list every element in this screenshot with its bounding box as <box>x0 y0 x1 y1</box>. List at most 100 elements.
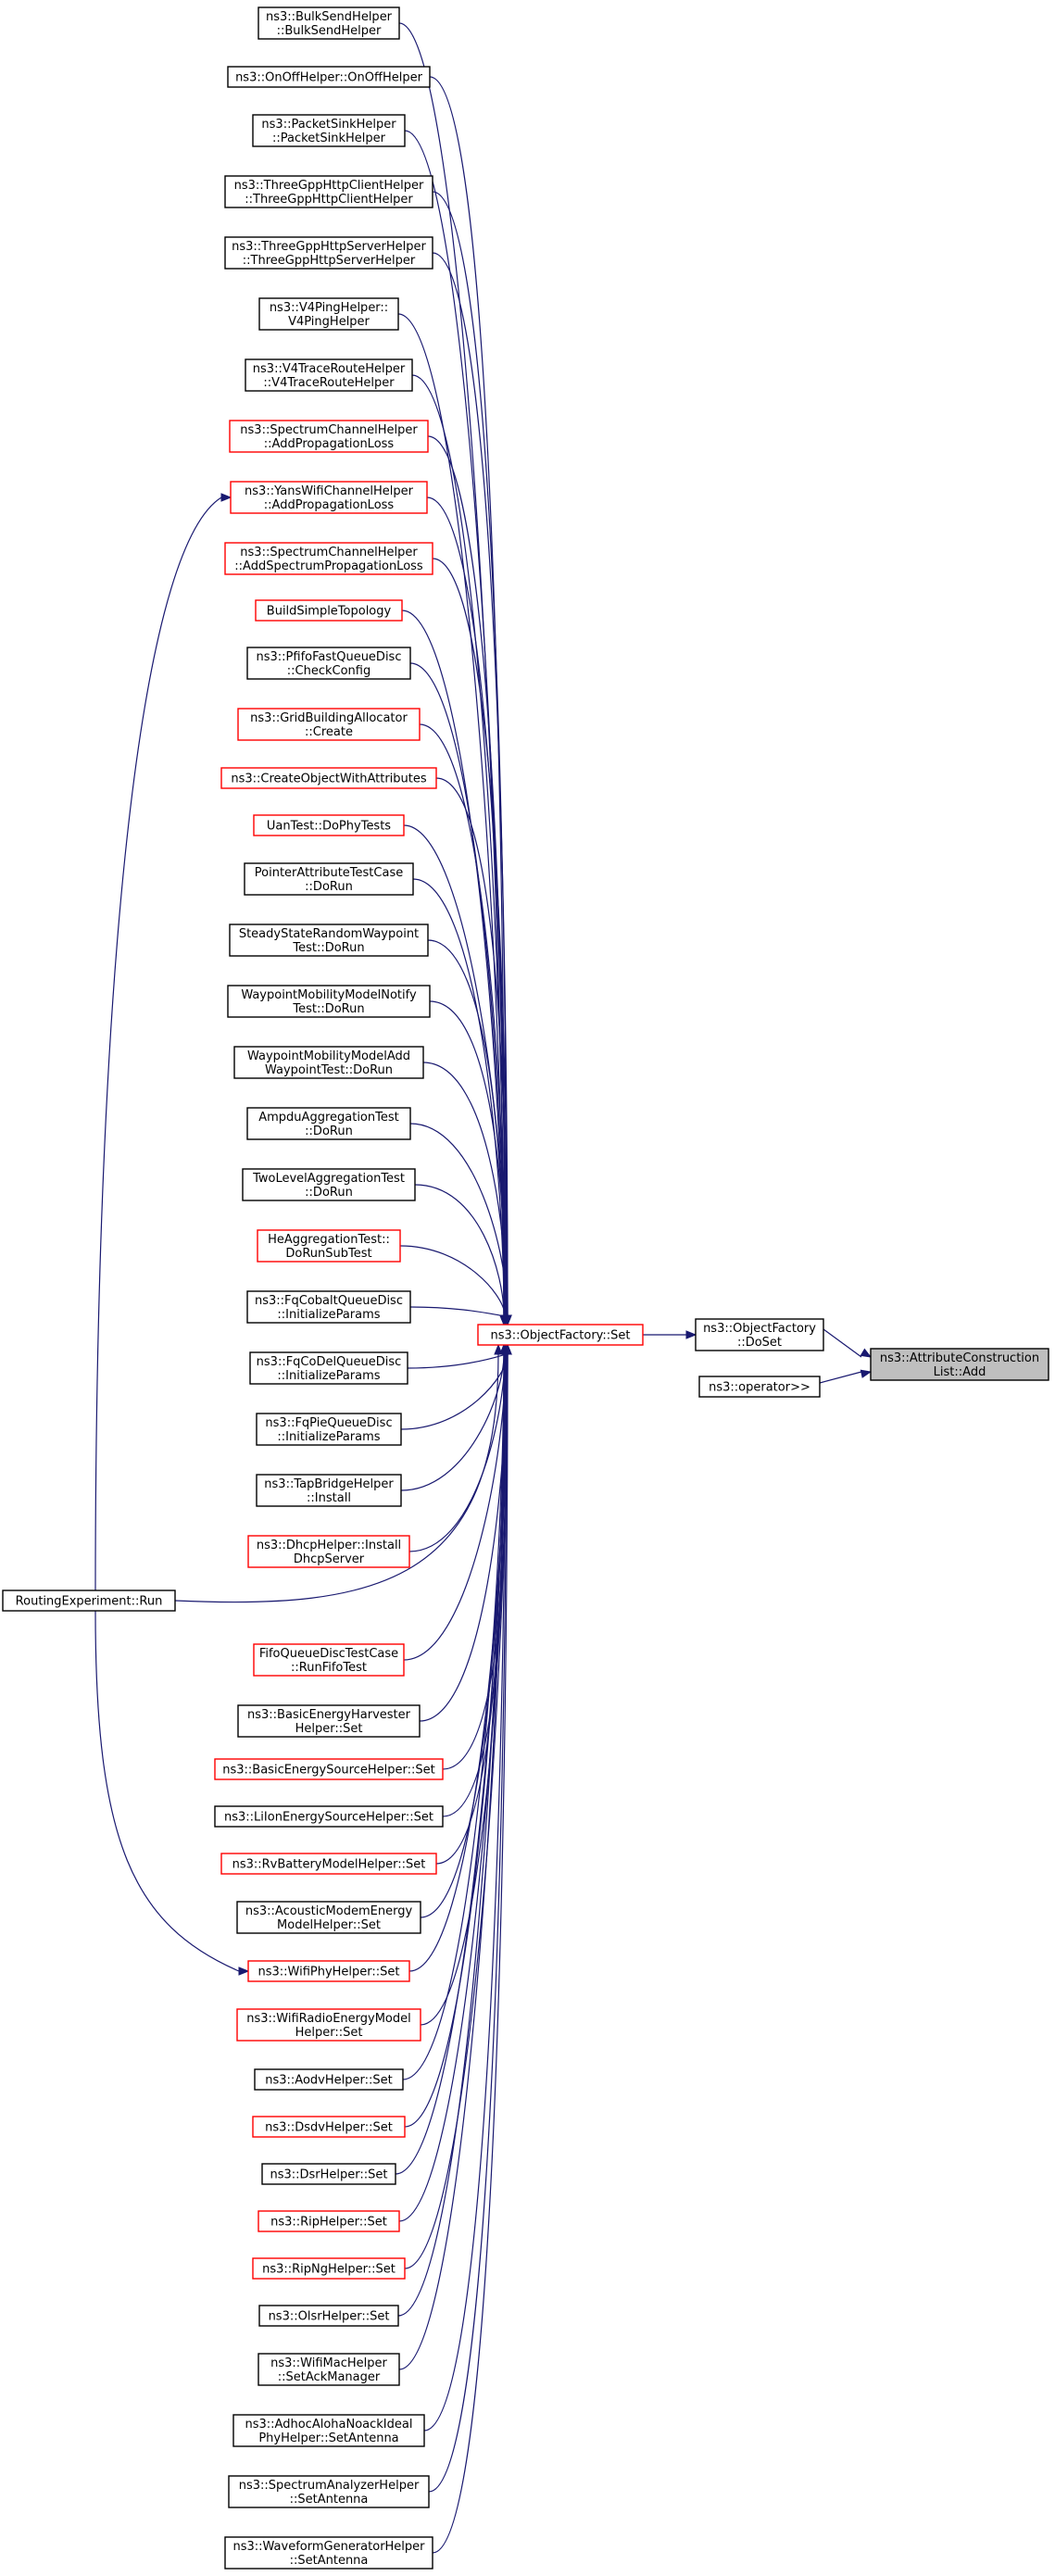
node-caller-c03[interactable]: ns3::PacketSinkHelper::PacketSinkHelper <box>252 114 406 147</box>
node-caller-c31-box[interactable] <box>214 1805 444 1828</box>
node-caller-c05-box[interactable] <box>224 236 433 270</box>
node-caller-c15-box[interactable] <box>253 814 405 836</box>
node-caller-c11-box[interactable] <box>255 599 403 622</box>
node-caller-c12[interactable]: ns3::PfifoFastQueueDisc::CheckConfig <box>246 647 411 680</box>
node-caller-c26-box[interactable] <box>256 1474 402 1507</box>
node-caller-c40[interactable]: ns3::RipNgHelper::Set <box>252 2257 406 2280</box>
node-caller-c26[interactable]: ns3::TapBridgeHelper::Install <box>256 1474 402 1507</box>
node-caller-c37-box[interactable] <box>252 2116 406 2138</box>
node-caller-c01-box[interactable] <box>257 6 400 40</box>
node-caller-c28[interactable]: FifoQueueDiscTestCase::RunFifoTest <box>253 1643 405 1677</box>
node-caller-c21[interactable]: TwoLevelAggregationTest::DoRun <box>242 1168 416 1201</box>
node-caller-c42-box[interactable] <box>257 2353 400 2386</box>
node-caller-c24[interactable]: ns3::FqCoDelQueueDisc::InitializeParams <box>249 1351 408 1385</box>
node-caller-c09-box[interactable] <box>230 481 428 514</box>
node-caller-c28-box[interactable] <box>253 1643 405 1677</box>
node-routingexperiment-run-box[interactable] <box>2 1590 176 1612</box>
node-caller-c06-box[interactable] <box>258 297 399 331</box>
node-objectfactory-doset[interactable]: ns3::ObjectFactory::DoSet <box>695 1318 824 1351</box>
node-caller-c24-box[interactable] <box>249 1351 408 1385</box>
node-caller-c11[interactable]: BuildSimpleTopology <box>255 599 403 622</box>
node-caller-c02[interactable]: ns3::OnOffHelper::OnOffHelper <box>227 66 431 88</box>
node-caller-c36-box[interactable] <box>254 2068 404 2091</box>
node-caller-c32-box[interactable] <box>220 1853 437 1875</box>
node-objectfactory-doset-box[interactable] <box>695 1318 824 1351</box>
node-routingexperiment-run[interactable]: RoutingExperiment::Run <box>2 1590 176 1612</box>
node-caller-c25-box[interactable] <box>256 1413 402 1446</box>
node-caller-c44[interactable]: ns3::SpectrumAnalyzerHelper::SetAntenna <box>228 2475 430 2508</box>
node-caller-c01[interactable]: ns3::BulkSendHelper::BulkSendHelper <box>257 6 400 40</box>
node-caller-c27-box[interactable] <box>247 1535 410 1568</box>
node-caller-c12-box[interactable] <box>246 647 411 680</box>
node-caller-c09[interactable]: ns3::YansWifiChannelHelper::AddPropagati… <box>230 481 428 514</box>
node-caller-c35-box[interactable] <box>236 2008 421 2042</box>
node-caller-c03-box[interactable] <box>252 114 406 147</box>
node-caller-c08[interactable]: ns3::SpectrumChannelHelper::AddPropagati… <box>229 420 429 453</box>
node-objectfactory-set-box[interactable] <box>477 1324 644 1346</box>
node-caller-c13-box[interactable] <box>237 708 421 741</box>
node-caller-c29-box[interactable] <box>237 1704 421 1738</box>
node-operator-extract[interactable]: ns3::operator>> <box>698 1376 821 1398</box>
node-caller-c15[interactable]: UanTest::DoPhyTests <box>253 814 405 836</box>
node-caller-c32[interactable]: ns3::RvBatteryModelHelper::Set <box>220 1853 437 1875</box>
node-caller-c39[interactable]: ns3::RipHelper::Set <box>257 2210 400 2232</box>
node-caller-c10-box[interactable] <box>224 542 433 575</box>
node-caller-c10[interactable]: ns3::SpectrumChannelHelper::AddSpectrumP… <box>224 542 433 575</box>
node-caller-c05[interactable]: ns3::ThreeGppHttpServerHelper::ThreeGppH… <box>224 236 433 270</box>
node-caller-c19-box[interactable] <box>233 1046 424 1079</box>
node-caller-c25[interactable]: ns3::FqPieQueueDisc::InitializeParams <box>256 1413 402 1446</box>
node-caller-c02-box[interactable] <box>227 66 431 88</box>
node-caller-c16-box[interactable] <box>244 862 414 896</box>
node-caller-c18-box[interactable] <box>227 985 431 1018</box>
node-caller-c30[interactable]: ns3::BasicEnergySourceHelper::Set <box>214 1758 444 1780</box>
node-caller-c22[interactable]: HeAggregationTest::DoRunSubTest <box>257 1229 401 1263</box>
node-caller-c38[interactable]: ns3::DsrHelper::Set <box>261 2163 396 2185</box>
node-caller-c31[interactable]: ns3::LiIonEnergySourceHelper::Set <box>214 1805 444 1828</box>
node-caller-c17-box[interactable] <box>229 924 429 957</box>
node-caller-c13[interactable]: ns3::GridBuildingAllocator::Create <box>237 708 421 741</box>
node-caller-c06[interactable]: ns3::V4PingHelper::V4PingHelper <box>258 297 399 331</box>
node-caller-c19[interactable]: WaypointMobilityModelAddWaypointTest::Do… <box>233 1046 424 1079</box>
node-caller-c23[interactable]: ns3::FqCobaltQueueDisc::InitializeParams <box>246 1290 411 1324</box>
node-caller-c38-box[interactable] <box>261 2163 396 2185</box>
node-caller-c40-box[interactable] <box>252 2257 406 2280</box>
node-caller-c43[interactable]: ns3::AdhocAlohaNoackIdealPhyHelper::SetA… <box>232 2414 425 2447</box>
node-caller-c36[interactable]: ns3::AodvHelper::Set <box>254 2068 404 2091</box>
node-caller-c20[interactable]: AmpduAggregationTest::DoRun <box>246 1107 411 1140</box>
node-caller-c41-box[interactable] <box>258 2305 399 2327</box>
node-caller-c04[interactable]: ns3::ThreeGppHttpClientHelper::ThreeGppH… <box>224 175 433 208</box>
node-caller-c04-box[interactable] <box>224 175 433 208</box>
node-caller-c34[interactable]: ns3::WifiPhyHelper::Set <box>247 1960 410 1982</box>
node-caller-c34-box[interactable] <box>247 1960 410 1982</box>
node-caller-c33-box[interactable] <box>236 1901 421 1934</box>
node-caller-c16[interactable]: PointerAttributeTestCase::DoRun <box>244 862 414 896</box>
node-caller-c07-box[interactable] <box>245 358 413 392</box>
node-caller-c23-box[interactable] <box>246 1290 411 1324</box>
node-caller-c39-box[interactable] <box>257 2210 400 2232</box>
node-caller-c30-box[interactable] <box>214 1758 444 1780</box>
node-caller-c20-box[interactable] <box>246 1107 411 1140</box>
node-operator-extract-box[interactable] <box>698 1376 821 1398</box>
node-objectfactory-set[interactable]: ns3::ObjectFactory::Set <box>477 1324 644 1346</box>
node-caller-c45-box[interactable] <box>224 2536 433 2570</box>
node-caller-c42[interactable]: ns3::WifiMacHelper::SetAckManager <box>257 2353 400 2386</box>
node-caller-c14[interactable]: ns3::CreateObjectWithAttributes <box>220 767 437 789</box>
node-caller-c14-box[interactable] <box>220 767 437 789</box>
node-caller-c22-box[interactable] <box>257 1229 401 1263</box>
node-caller-c08-box[interactable] <box>229 420 429 453</box>
node-caller-c37[interactable]: ns3::DsdvHelper::Set <box>252 2116 406 2138</box>
node-caller-c07[interactable]: ns3::V4TraceRouteHelper::V4TraceRouteHel… <box>245 358 413 392</box>
node-caller-c41[interactable]: ns3::OlsrHelper::Set <box>258 2305 399 2327</box>
node-caller-c21-box[interactable] <box>242 1168 416 1201</box>
node-attributeconstructionlist-add-box[interactable] <box>870 1348 1049 1381</box>
node-caller-c45[interactable]: ns3::WaveformGeneratorHelper::SetAntenna <box>224 2536 433 2570</box>
node-caller-c43-box[interactable] <box>232 2414 425 2447</box>
node-caller-c44-box[interactable] <box>228 2475 430 2508</box>
